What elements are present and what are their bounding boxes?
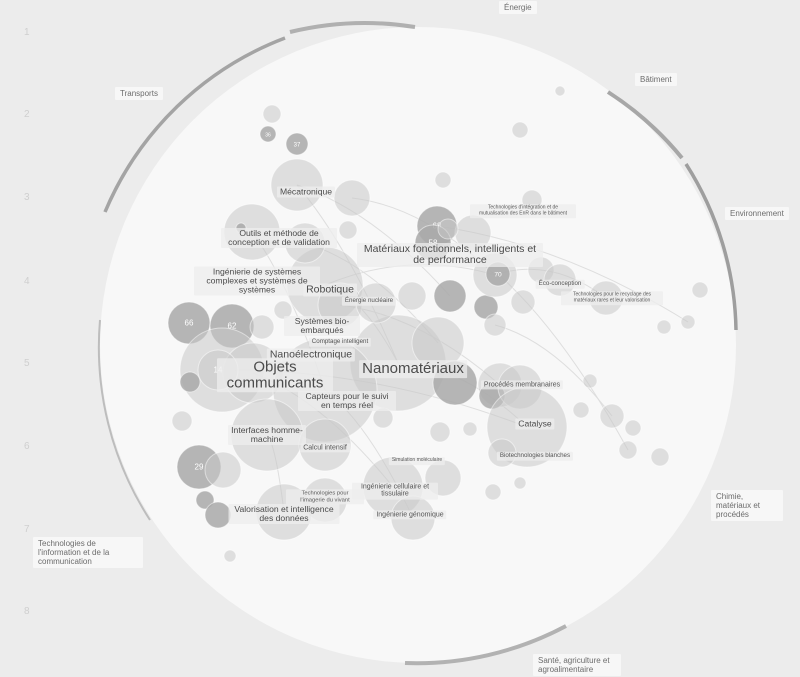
- row-number: 7: [24, 524, 30, 535]
- sector-ring-arc: [97, 319, 151, 521]
- sector-label-tic: Technologies de l'information et de la c…: [33, 537, 143, 568]
- technology-bubble[interactable]: [582, 373, 598, 389]
- technology-bubble[interactable]: [273, 300, 293, 320]
- bubble-number: 66: [185, 319, 194, 328]
- cluster-label-mecatronique[interactable]: Mécatronique: [276, 186, 336, 198]
- sector-ring-arc: [404, 624, 567, 666]
- technology-bubble[interactable]: [204, 451, 242, 489]
- cluster-label-robotique[interactable]: Robotique: [303, 283, 357, 297]
- technology-bubble[interactable]: [338, 220, 358, 240]
- row-number: 8: [24, 606, 30, 617]
- row-number: 1: [24, 27, 30, 38]
- sector-ring-arc: [684, 163, 738, 331]
- cluster-label-ingenierie-cellulaire[interactable]: Ingénierie cellulaire et tissulaire: [352, 482, 438, 500]
- sector-ring-arc: [289, 21, 416, 34]
- cluster-label-calcul-intensif[interactable]: Calcul intensif: [300, 443, 350, 453]
- cluster-label-technologies-imagerie[interactable]: Technologies pour l'imagerie du vivant: [286, 489, 364, 505]
- technology-bubble[interactable]: [397, 281, 427, 311]
- sector-label-environnement: Environnement: [725, 207, 789, 220]
- technology-bubble[interactable]: [223, 549, 237, 563]
- bubble-number: 70: [494, 272, 502, 279]
- technology-bubble[interactable]: [171, 410, 193, 432]
- cluster-label-procedes-membranaires[interactable]: Procédés membranaires: [480, 380, 564, 390]
- cluster-label-simulation-moleculaire[interactable]: Simulation moléculaire: [388, 457, 446, 465]
- technology-bubble[interactable]: [483, 313, 507, 337]
- technology-bubble[interactable]: [433, 279, 467, 313]
- technology-bubble[interactable]: [204, 501, 232, 529]
- row-number: 3: [24, 192, 30, 203]
- cluster-label-systemes-embarques[interactable]: Systèmes bio-embarqués: [284, 315, 360, 337]
- cluster-label-interfaces[interactable]: Interfaces homme-machine: [228, 424, 306, 446]
- cluster-label-catalyse[interactable]: Catalyse: [515, 418, 555, 430]
- row-number: 2: [24, 109, 30, 120]
- row-number: 6: [24, 441, 30, 452]
- cluster-label-outils-methode[interactable]: Outils et méthode de conception et de va…: [221, 227, 337, 249]
- technology-bubble[interactable]: [195, 490, 215, 510]
- sector-label-sante: Santé, agriculture et agroalimentaire: [533, 654, 621, 676]
- technology-bubble[interactable]: [259, 125, 277, 143]
- cluster-label-comptage[interactable]: Comptage intelligent: [308, 337, 372, 347]
- sector-label-energie: Énergie: [499, 1, 537, 14]
- cluster-label-nanomateriaux[interactable]: Nanomatériaux: [359, 360, 467, 378]
- technology-bubble[interactable]: [554, 85, 566, 97]
- technology-bubble[interactable]: [372, 407, 394, 429]
- bubble-number: 62: [228, 322, 237, 331]
- technology-bubble[interactable]: [462, 421, 478, 437]
- cluster-label-capteurs[interactable]: Capteurs pour le suivi en temps réel: [298, 390, 396, 412]
- row-number: 5: [24, 358, 30, 369]
- technology-bubble[interactable]: [511, 121, 529, 139]
- technology-bubble[interactable]: [270, 158, 324, 212]
- technology-bubble[interactable]: [179, 371, 201, 393]
- cluster-label-energie-nucleaire[interactable]: Énergie nucléaire: [341, 296, 397, 306]
- technology-bubble[interactable]: [249, 314, 275, 340]
- cluster-label-ingenierie-systemes[interactable]: Ingénierie de systèmes complexes et syst…: [194, 266, 320, 296]
- cluster-label-objets-communicants[interactable]: Objets communicants: [217, 358, 333, 392]
- sector-label-transports: Transports: [115, 87, 163, 100]
- technology-bubble[interactable]: [437, 218, 459, 240]
- technology-bubble[interactable]: [429, 421, 451, 443]
- row-number: 4: [24, 276, 30, 287]
- cluster-label-ingenierie-genomique[interactable]: Ingénierie génomique: [373, 510, 447, 520]
- technology-bubble[interactable]: [656, 319, 672, 335]
- bubble-number: 29: [195, 463, 204, 472]
- technology-bubble[interactable]: [513, 476, 527, 490]
- sector-label-batiment: Bâtiment: [635, 73, 677, 86]
- technology-bubble[interactable]: [285, 132, 309, 156]
- technology-bubble[interactable]: [510, 289, 536, 315]
- technology-bubble[interactable]: [650, 447, 670, 467]
- cluster-label-technologies-recyclage[interactable]: Technologies pour le recyclage des matér…: [561, 291, 663, 305]
- technology-bubble[interactable]: [434, 171, 452, 189]
- sector-ring-arc: [606, 90, 684, 160]
- technology-bubble[interactable]: [599, 403, 625, 429]
- technology-bubble[interactable]: [333, 179, 371, 217]
- technology-bubble[interactable]: [618, 440, 638, 460]
- cluster-label-materiaux-fonctionnels[interactable]: Matériaux fonctionnels, intelligents et …: [357, 242, 543, 268]
- cluster-label-eco-conception[interactable]: Éco-conception: [535, 279, 585, 289]
- technology-bubble[interactable]: [262, 104, 282, 124]
- technology-bubble[interactable]: [624, 419, 642, 437]
- cluster-label-biotechnologies-blanches[interactable]: Biotechnologies blanches: [496, 451, 574, 461]
- technology-bubble[interactable]: [680, 314, 696, 330]
- technology-bubble[interactable]: [484, 483, 502, 501]
- link-line: [494, 324, 613, 417]
- cluster-label-valorisation[interactable]: Valorisation et intelligence des données: [228, 503, 340, 525]
- cluster-label-technologies-integration[interactable]: Technologies d'intégration et de mutuali…: [470, 204, 576, 218]
- bubble-number: 37: [294, 143, 301, 149]
- sector-ring-arc: [103, 36, 286, 213]
- bubble-number: 36: [265, 133, 271, 139]
- sector-label-chimie: Chimie, matériaux et procédés: [711, 490, 783, 521]
- technology-bubble[interactable]: [572, 401, 590, 419]
- technology-bubble[interactable]: [691, 281, 709, 299]
